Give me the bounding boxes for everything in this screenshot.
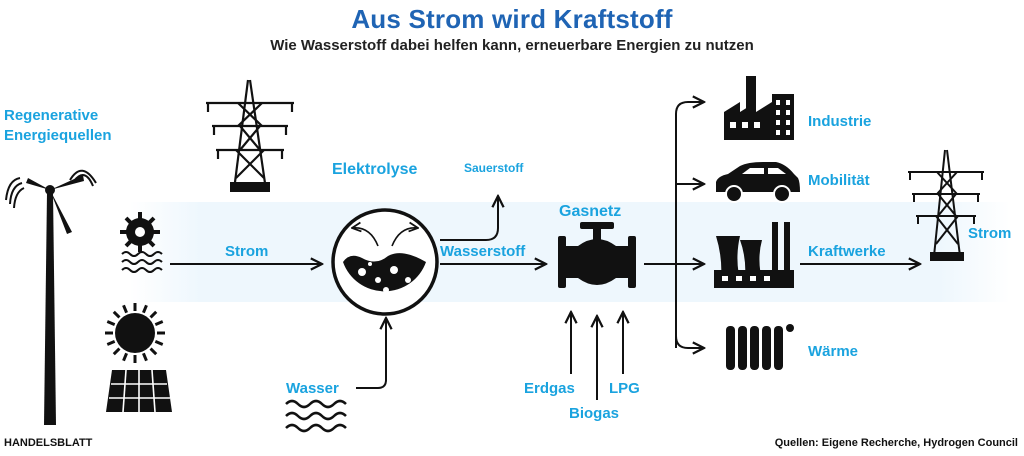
node-gasnetz: Gasnetz: [559, 203, 622, 220]
sun-ray: [149, 347, 158, 356]
sun-ray: [106, 320, 116, 326]
sun-ray: [106, 340, 116, 346]
node-sources-line2: Energiequellen: [4, 127, 112, 144]
sun-ray: [142, 304, 148, 314]
page-subtitle: Wie Wasserstoff dabei helfen kann, erneu…: [270, 37, 754, 54]
node-lpg: LPG: [609, 380, 640, 397]
sun-ray: [122, 352, 128, 362]
node-waerme: Wärme: [808, 343, 859, 360]
node-elektrolyse: Elektrolyse: [332, 161, 418, 178]
node-industrie: Industrie: [808, 113, 872, 130]
waves-icon: [285, 399, 347, 433]
sun-ray: [142, 352, 148, 362]
node-strom-out: Strom: [968, 225, 1012, 242]
node-erdgas: Erdgas: [524, 380, 575, 397]
footer-source: Quellen: Eigene Recherche, Hydrogen Coun…: [774, 437, 1018, 449]
distribution-branch: [644, 102, 704, 348]
gas-valve-icon: [558, 222, 636, 288]
page-title: Aus Strom wird Kraftstoff: [351, 4, 673, 34]
sun-ray: [122, 304, 128, 314]
power-plant-icon: [714, 222, 794, 288]
sun-ray: [154, 320, 164, 326]
sun-ray: [112, 347, 121, 356]
car-icon: [716, 162, 800, 203]
power-pylon-right-icon: [908, 149, 984, 261]
radiator-icon: [726, 324, 794, 370]
node-sauerstoff: Sauerstoff: [464, 161, 524, 175]
factory-icon: [724, 76, 794, 140]
node-kraftwerke: Kraftwerke: [808, 243, 886, 260]
power-pylon-icon: [206, 79, 294, 192]
edge-sauerstoff-arrow: [440, 196, 498, 241]
sun-ray: [149, 310, 158, 319]
electrolysis-icon: [331, 208, 439, 316]
node-mobilitaet: Mobilität: [808, 172, 870, 189]
node-biogas: Biogas: [569, 405, 620, 422]
edge-label-strom: Strom: [225, 243, 269, 260]
node-sources-line1: Regenerative: [4, 107, 99, 124]
edge-label-wasserstoff: Wasserstoff: [440, 243, 526, 260]
footer-brand: HANDELSBLATT: [4, 437, 93, 449]
edge-wasser-arrow: [356, 318, 386, 389]
wind-turbine-icon: [5, 169, 97, 425]
sun-ray: [112, 310, 121, 319]
solar-panel-icon: [106, 369, 172, 413]
node-wasser: Wasser: [286, 380, 339, 397]
sun-ray: [154, 340, 164, 346]
watermill-icon: [120, 212, 163, 273]
sun-icon: [105, 303, 165, 363]
